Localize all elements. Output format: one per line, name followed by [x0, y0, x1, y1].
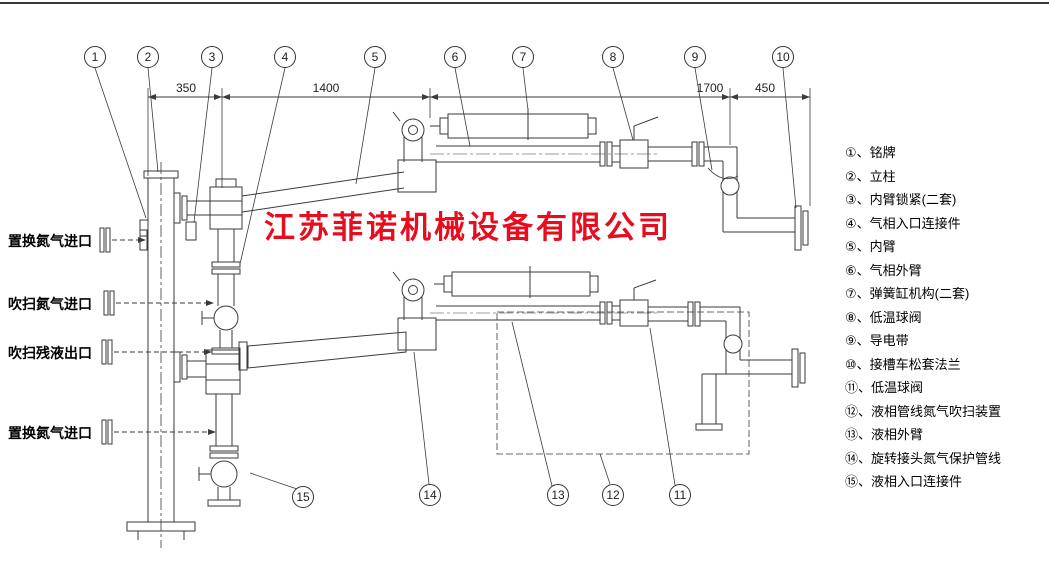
legend-item-5: ⑤、内臂 [845, 239, 896, 254]
dim-350: 350 [176, 81, 196, 95]
dim-450: 450 [755, 81, 775, 95]
port-label-purge-nitrogen-inlet-top: 置换氮气进口 [8, 233, 92, 249]
liquid-inner-arm [247, 331, 407, 369]
legend-item-14: ⑭、旋转接头氮气保护管线 [845, 450, 1002, 466]
legend-item-7: ⑦、弹簧缸机构(二套) [845, 286, 970, 301]
callout-2: 2 [137, 46, 159, 68]
swivel-joint-gas [720, 176, 740, 196]
legend-item-1: ①、铭牌 [845, 145, 896, 160]
liquid-arm [173, 266, 806, 507]
legend-item-15: ⑮、液相入口连接件 [845, 474, 963, 489]
ball-valve-gas [619, 116, 659, 169]
loose-flange-gas [794, 205, 802, 251]
callout-13: 13 [547, 484, 569, 506]
callout-5: 5 [364, 46, 386, 68]
loose-flange-liquid [791, 348, 799, 388]
legend-item-13: ⑬、液相外臂 [845, 427, 924, 442]
callout-leaders [94, 67, 797, 490]
swivel-joint-liquid [723, 334, 743, 354]
legend-item-8: ⑧、低温球阀 [845, 309, 922, 325]
callout-12: 12 [602, 484, 624, 506]
purge-boundary-box [496, 311, 750, 455]
callout-3: 3 [201, 46, 223, 68]
legend-item-11: ⑪、低温球阀 [845, 380, 924, 395]
callout-4: 4 [274, 46, 296, 68]
callout-10: 10 [772, 46, 794, 68]
legend-item-10: ⑩、接槽车松套法兰 [845, 356, 961, 372]
port-label-purge-nitrogen-inlet-bottom: 置换氮气进口 [8, 425, 92, 441]
legend-item-6: ⑥、气相外臂 [845, 262, 922, 278]
legend-item-9: ⑨、导电带 [845, 333, 909, 348]
liquid-inlet-connector [207, 499, 241, 507]
conductive-strap [707, 167, 739, 180]
callout-6: 6 [444, 46, 466, 68]
purge-valve [213, 305, 239, 331]
dimension-lines: 350 1400 1700 450 [147, 81, 811, 206]
spring-cylinder-gas [430, 108, 597, 140]
column [126, 162, 196, 548]
dim-1400: 1400 [313, 81, 340, 95]
callout-7: 7 [512, 46, 534, 68]
gas-inlet-connector [211, 261, 241, 268]
callout-14: 14 [419, 484, 441, 506]
parts-legend: ①、铭牌 ②、立柱 ③、内臂锁紧(二套) ④、气相入口连接件 ⑤、内臂 ⑥、气相… [845, 141, 1045, 494]
nameplate [139, 219, 149, 237]
spring-cylinder-liquid [434, 266, 599, 298]
company-watermark: 江苏菲诺机械设备有限公司 [264, 210, 672, 245]
port-label-sweep-nitrogen-inlet: 吹扫氮气进口 [8, 296, 92, 312]
ball-valve-liquid [619, 279, 657, 327]
callout-11: 11 [669, 484, 691, 506]
gas-arm [173, 108, 809, 355]
nitrogen-ports [99, 227, 216, 445]
callout-15: 15 [292, 486, 314, 508]
legend-item-4: ④、气相入口连接件 [845, 215, 961, 231]
callout-9: 9 [684, 46, 706, 68]
port-label-residual-liquid-outlet: 吹扫残液出口 [8, 345, 92, 361]
inner-arm-lock [185, 221, 197, 241]
legend-item-12: ⑫、液相管线氮气吹扫装置 [845, 403, 1002, 419]
legend-item-3: ③、内臂锁紧(二套) [845, 192, 957, 207]
legend-item-2: ②、立柱 [845, 168, 896, 184]
callout-8: 8 [602, 46, 624, 68]
callout-1: 1 [84, 46, 106, 68]
dim-1700: 1700 [697, 81, 724, 95]
dimension-arrows [148, 94, 810, 100]
gas-inner-arm [241, 171, 405, 197]
liquid-inlet-valve [210, 460, 238, 488]
